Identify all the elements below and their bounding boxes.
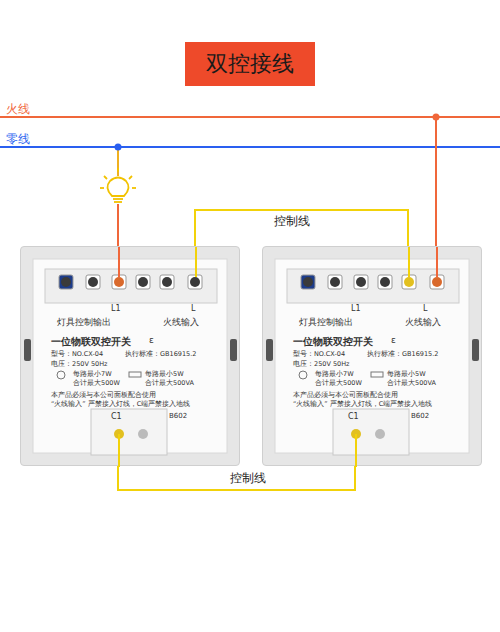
mount-clip — [472, 339, 479, 361]
terminal-screw — [162, 277, 172, 287]
plate-text: B602 — [169, 413, 187, 421]
plate-text: 合计最大500W — [315, 380, 362, 387]
plate-text: 一位物联双控开关 — [51, 336, 131, 347]
terminal-screw — [138, 429, 148, 439]
plate-text: 执行标准：GB16915.2 — [125, 351, 196, 358]
plate-text: 执行标准：GB16915.2 — [367, 351, 438, 358]
plate-text: C1 — [111, 413, 122, 422]
terminal-screw — [61, 277, 71, 287]
lamp-mark — [299, 371, 307, 379]
terminal-socket — [430, 275, 444, 289]
tube-mark — [371, 372, 383, 377]
plate-text: 每路最小7W — [73, 371, 112, 378]
terminal-wire — [118, 434, 120, 467]
terminal-socket — [59, 275, 73, 289]
plate-text: 合计最大500VA — [387, 380, 436, 387]
terminal-block — [287, 269, 459, 303]
switch-plate: L1 L 灯具控制输出 火线输入一位物联双控开关 ε 型号：NO.CX-04 执行标准：GB… — [262, 246, 482, 466]
terminal-socket — [136, 275, 150, 289]
plate-text: 每路最小7W — [315, 371, 354, 378]
lamp-wire — [117, 147, 119, 176]
terminal-socket — [112, 275, 126, 289]
mount-clip — [266, 339, 273, 361]
live-drop-wire — [435, 117, 437, 246]
switch-plate: L1 L 灯具控制输出 火线输入一位物联双控开关 ε 型号：NO.CX-04 执行标准：GB… — [20, 246, 240, 466]
plate-text: L1 — [351, 305, 361, 314]
wire-name: 火线 — [6, 103, 30, 116]
terminal-wire — [355, 434, 357, 467]
plate-text: L — [423, 305, 427, 314]
terminal-screw — [432, 277, 442, 287]
terminal-screw — [114, 277, 124, 287]
terminal-socket — [402, 275, 416, 289]
lamp-mark — [57, 371, 65, 379]
terminal-screw — [380, 277, 390, 287]
terminal-screw — [356, 277, 366, 287]
mount-clip — [230, 339, 237, 361]
title-box: 双控接线 — [185, 42, 315, 86]
terminal-wire — [436, 247, 438, 277]
c-terminal-block — [333, 409, 409, 455]
plate-text: “火线输入” 严禁接入灯线，C端严禁接入地线 — [51, 401, 190, 408]
terminal-socket — [86, 275, 100, 289]
tube-mark — [129, 372, 141, 377]
plate-text: ε — [149, 336, 154, 346]
terminal-socket — [354, 275, 368, 289]
terminal-socket — [378, 275, 392, 289]
live-wire — [0, 116, 500, 118]
terminal-screw — [404, 277, 414, 287]
plate-text: B602 — [411, 413, 429, 421]
plate-text: 电压：250V 50Hz — [293, 361, 350, 368]
wire-label: 控制线 — [228, 472, 268, 485]
plate-text: 电压：250V 50Hz — [51, 361, 108, 368]
plate-text: “火线输入” 严禁接入灯线，C端严禁接入地线 — [293, 401, 432, 408]
plate-text: 火线输入 — [405, 318, 441, 328]
plate-text: ε — [391, 336, 396, 346]
terminal-socket — [188, 275, 202, 289]
terminal-wire — [118, 247, 120, 277]
plate-text: 合计最大500W — [73, 380, 120, 387]
terminal-socket — [301, 275, 315, 289]
terminal-block — [45, 269, 217, 303]
junction-dot — [433, 114, 440, 121]
plate-text: 火线输入 — [163, 318, 199, 328]
lamp-wire — [117, 204, 119, 246]
terminal-screw — [303, 277, 313, 287]
plate-text: 本产品必须与本公司面板配合使用 — [293, 392, 398, 399]
mount-clip — [24, 339, 31, 361]
lamp-bulb — [100, 168, 136, 202]
wire-name: 零线 — [6, 133, 30, 146]
terminal-socket — [328, 275, 342, 289]
plate-text: L — [191, 305, 195, 314]
plate-text: 每路最小5W — [387, 371, 426, 378]
terminal-screw — [330, 277, 340, 287]
plate-text: 灯具控制输出 — [57, 318, 111, 328]
plate-text: L1 — [111, 305, 121, 314]
control-wire — [118, 466, 355, 490]
c-terminal-block — [91, 409, 167, 455]
terminal-screw — [138, 277, 148, 287]
control-wire — [195, 210, 408, 246]
neutral-wire — [0, 146, 500, 148]
terminal-screw — [375, 429, 385, 439]
plate-text: 一位物联双控开关 — [293, 336, 373, 347]
title-text: 双控接线 — [206, 49, 294, 79]
plate-text: 型号：NO.CX-04 — [51, 351, 103, 358]
terminal-wire — [408, 247, 410, 277]
terminal-wire — [195, 247, 197, 277]
plate-text: 每路最小5W — [145, 371, 184, 378]
junction-dot — [115, 144, 122, 151]
plate-text: 本产品必须与本公司面板配合使用 — [51, 392, 156, 399]
plate-text: 灯具控制输出 — [299, 318, 353, 328]
terminal-screw — [88, 277, 98, 287]
plate-text: C1 — [348, 413, 359, 422]
terminal-socket — [160, 275, 174, 289]
plate-text: 型号：NO.CX-04 — [293, 351, 345, 358]
plate-text: 合计最大500VA — [145, 380, 194, 387]
terminal-screw — [190, 277, 200, 287]
wire-label: 控制线 — [272, 215, 312, 228]
